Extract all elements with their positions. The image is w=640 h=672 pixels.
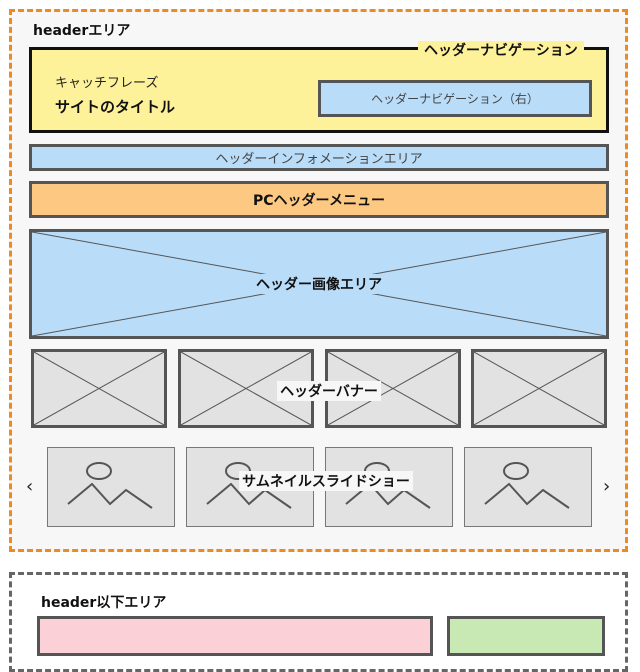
chevron-left-icon[interactable]: ‹ [26, 476, 34, 497]
header-banner-2 [178, 349, 314, 428]
main-content-block [37, 616, 433, 656]
thumbnail-1 [47, 447, 175, 527]
header-banner-1 [31, 349, 167, 428]
placeholder-cross-icon [34, 352, 164, 425]
header-navigation-right: ヘッダーナビゲーション（右） [318, 80, 592, 117]
pc-header-menu: PCヘッダーメニュー [29, 181, 609, 218]
image-placeholder-icon [67, 462, 153, 509]
sidebar-block [447, 616, 605, 656]
header-banner-4 [471, 349, 607, 428]
header-image-area: ヘッダー画像エリア [29, 229, 609, 339]
below-header-area-title: header以下エリア [41, 595, 167, 611]
header-information-area: ヘッダーインフォメーションエリア [29, 144, 609, 171]
catchphrase: キャッチフレーズ [55, 76, 159, 91]
placeholder-cross-icon [181, 352, 311, 425]
placeholder-cross-icon [474, 352, 604, 425]
placeholder-cross-icon [328, 352, 458, 425]
image-placeholder-icon [484, 462, 570, 509]
header-navigation-tag: ヘッダーナビゲーション [418, 41, 584, 61]
chevron-right-icon[interactable]: › [603, 476, 611, 497]
thumbnail-4 [464, 447, 592, 527]
header-banner-label: ヘッダーバナー [277, 381, 381, 401]
header-image-label: ヘッダー画像エリア [254, 274, 384, 294]
header-area-title: headerエリア [33, 23, 131, 39]
site-title: サイトのタイトル [55, 98, 176, 116]
thumbnail-slideshow-label: サムネイルスライドショー [239, 471, 413, 491]
